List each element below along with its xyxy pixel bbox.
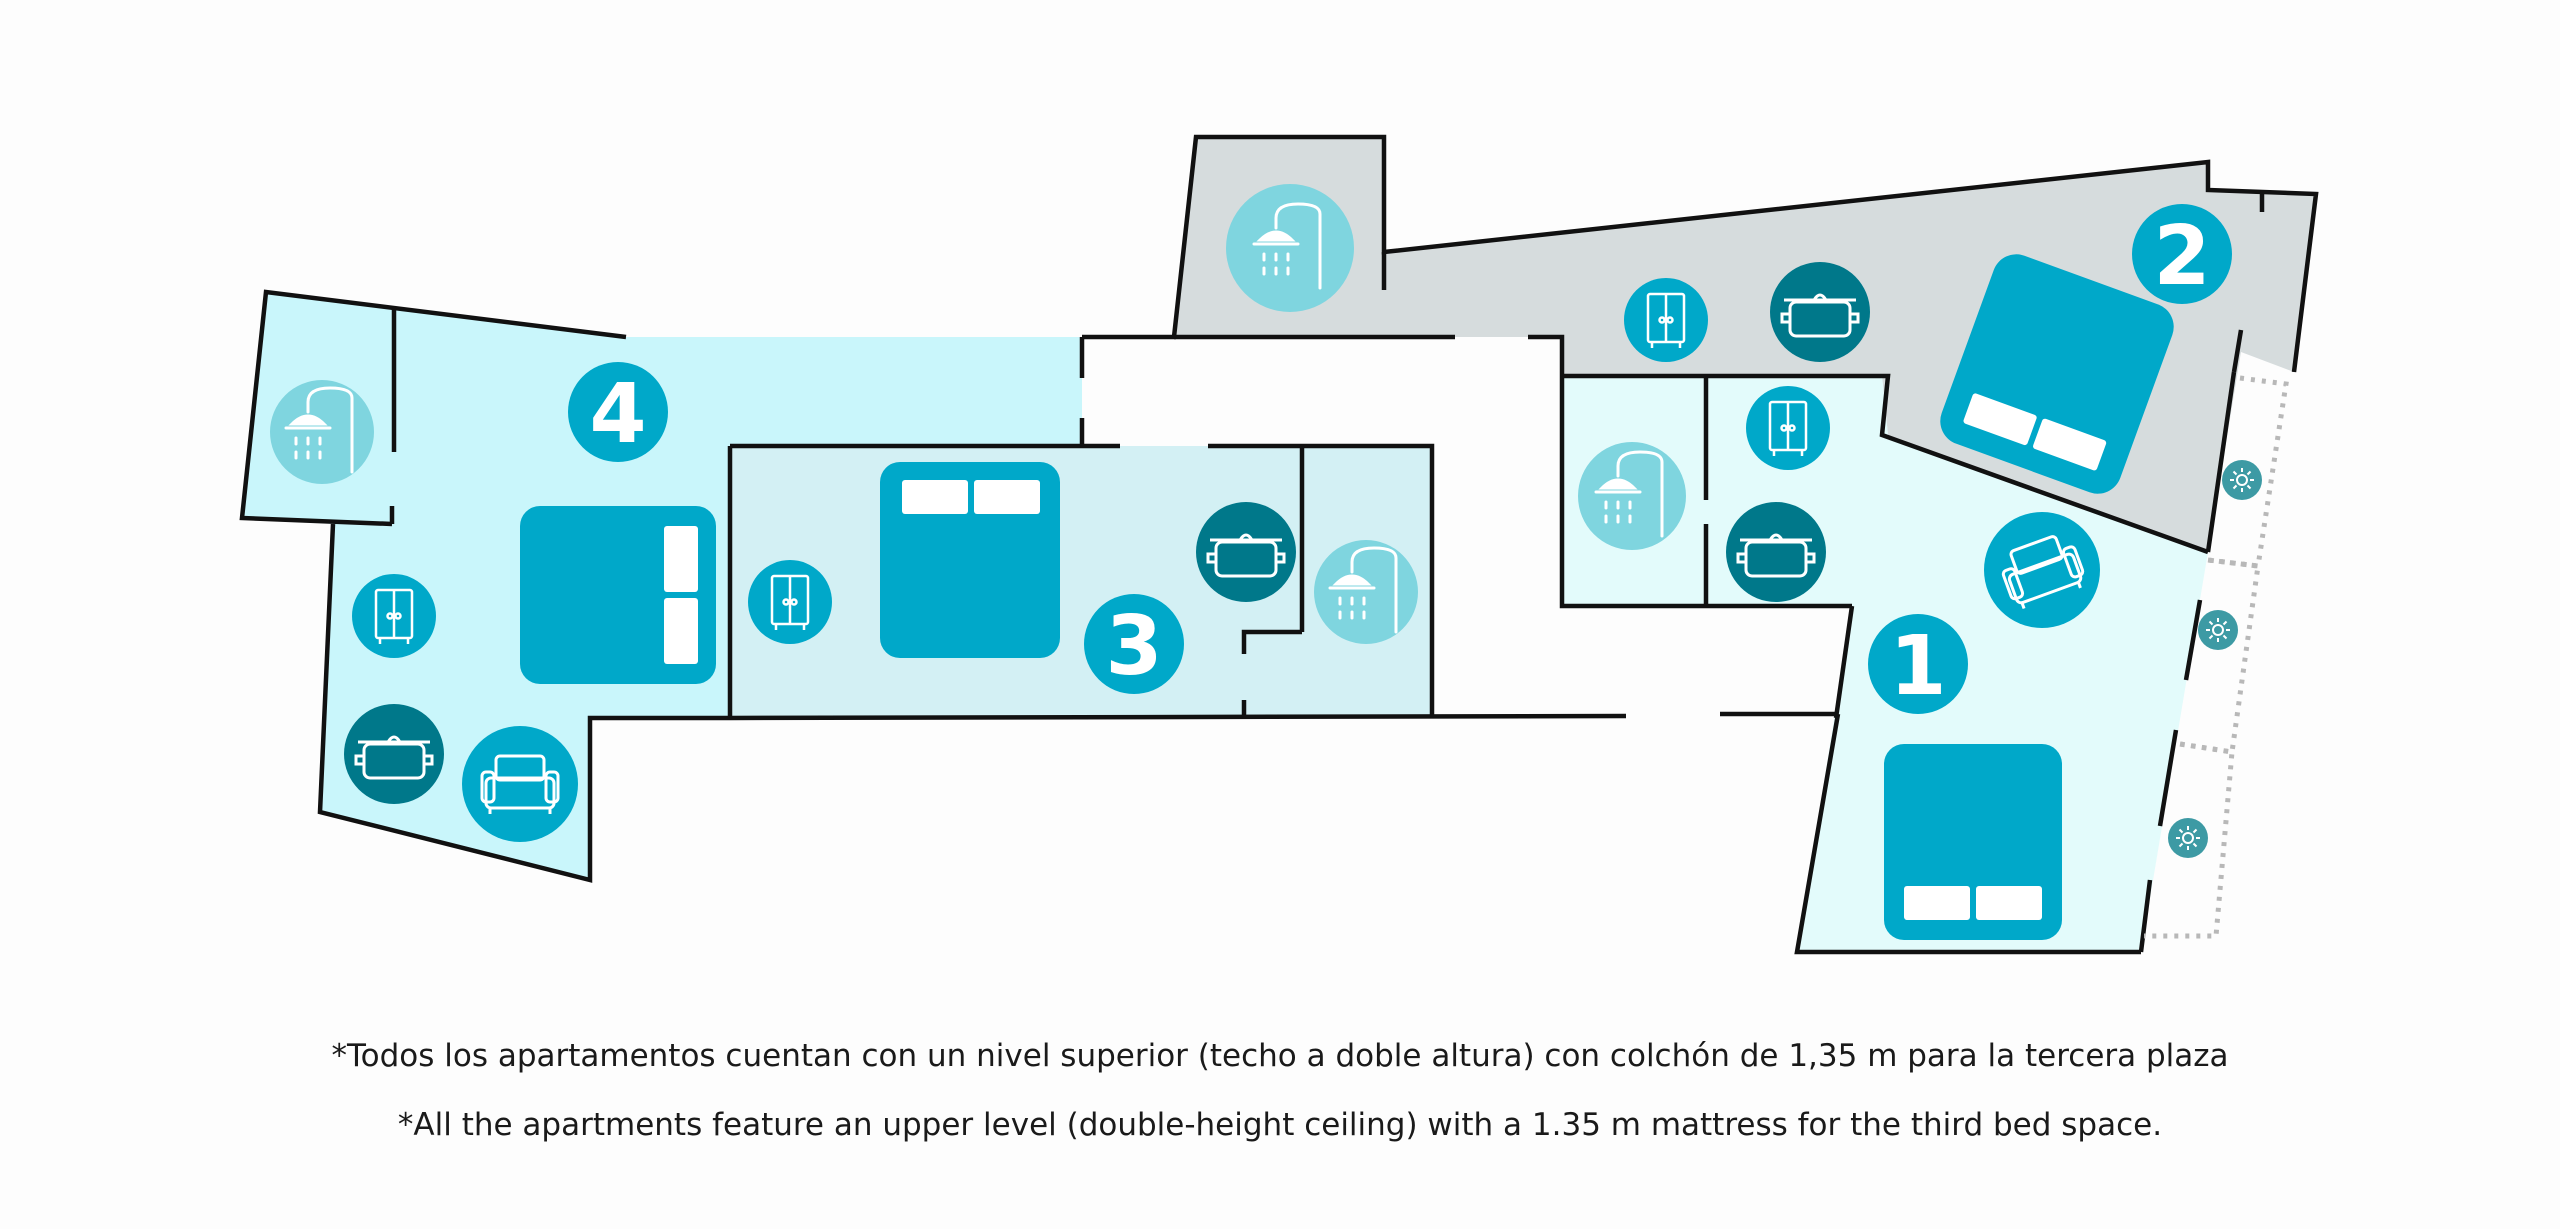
unit-4-sofa-icon bbox=[462, 726, 578, 842]
unit-2-number-text: 2 bbox=[2153, 209, 2210, 304]
balconies bbox=[2144, 375, 2289, 939]
unit-3-number-text: 3 bbox=[1105, 599, 1162, 694]
unit-3-shower-icon bbox=[1314, 540, 1418, 644]
balcony-sun-icon-3 bbox=[2168, 818, 2208, 858]
unit-1-wardrobe-icon bbox=[1746, 386, 1830, 470]
balcony-sun-icon-1 bbox=[2222, 460, 2262, 500]
walls bbox=[239, 134, 2319, 955]
unit-3-kitchen-pot-icon bbox=[1196, 502, 1296, 602]
unit-4-bed-icon bbox=[520, 506, 716, 684]
unit-4-number: 4 bbox=[568, 362, 668, 462]
unit-4-number-text: 4 bbox=[589, 367, 646, 462]
unit-1-number-text: 1 bbox=[1889, 619, 1946, 714]
unit-3-wardrobe-icon bbox=[748, 560, 832, 644]
unit-1-kitchen-pot-icon bbox=[1726, 502, 1826, 602]
unit-1-shower-icon bbox=[1578, 442, 1686, 550]
unit-1-number: 1 bbox=[1868, 614, 1968, 714]
unit-4-wardrobe-icon bbox=[352, 574, 436, 658]
unit-3-bed-icon bbox=[880, 462, 1060, 658]
unit-1-bed-icon bbox=[1884, 744, 2062, 940]
balcony-sun-icon-2 bbox=[2198, 610, 2238, 650]
unit-2-kitchen-pot-icon bbox=[1770, 262, 1870, 362]
unit-3-number: 3 bbox=[1084, 594, 1184, 694]
note-english: *All the apartments feature an upper lev… bbox=[397, 1107, 2163, 1143]
unit-2-shower-icon bbox=[1226, 184, 1354, 312]
unit-2-wardrobe-icon bbox=[1624, 278, 1708, 362]
unit-4-kitchen-pot-icon bbox=[344, 704, 444, 804]
unit-2-bed-icon bbox=[1940, 254, 2174, 494]
floor-plan: 4 3 2 1 bbox=[239, 134, 2319, 955]
note-spanish: *Todos los apartamentos cuentan con un n… bbox=[331, 1038, 2229, 1074]
unit-4-shower-icon bbox=[270, 380, 374, 484]
unit-1-sofa-icon bbox=[1984, 512, 2100, 628]
unit-2-number: 2 bbox=[2132, 204, 2232, 304]
